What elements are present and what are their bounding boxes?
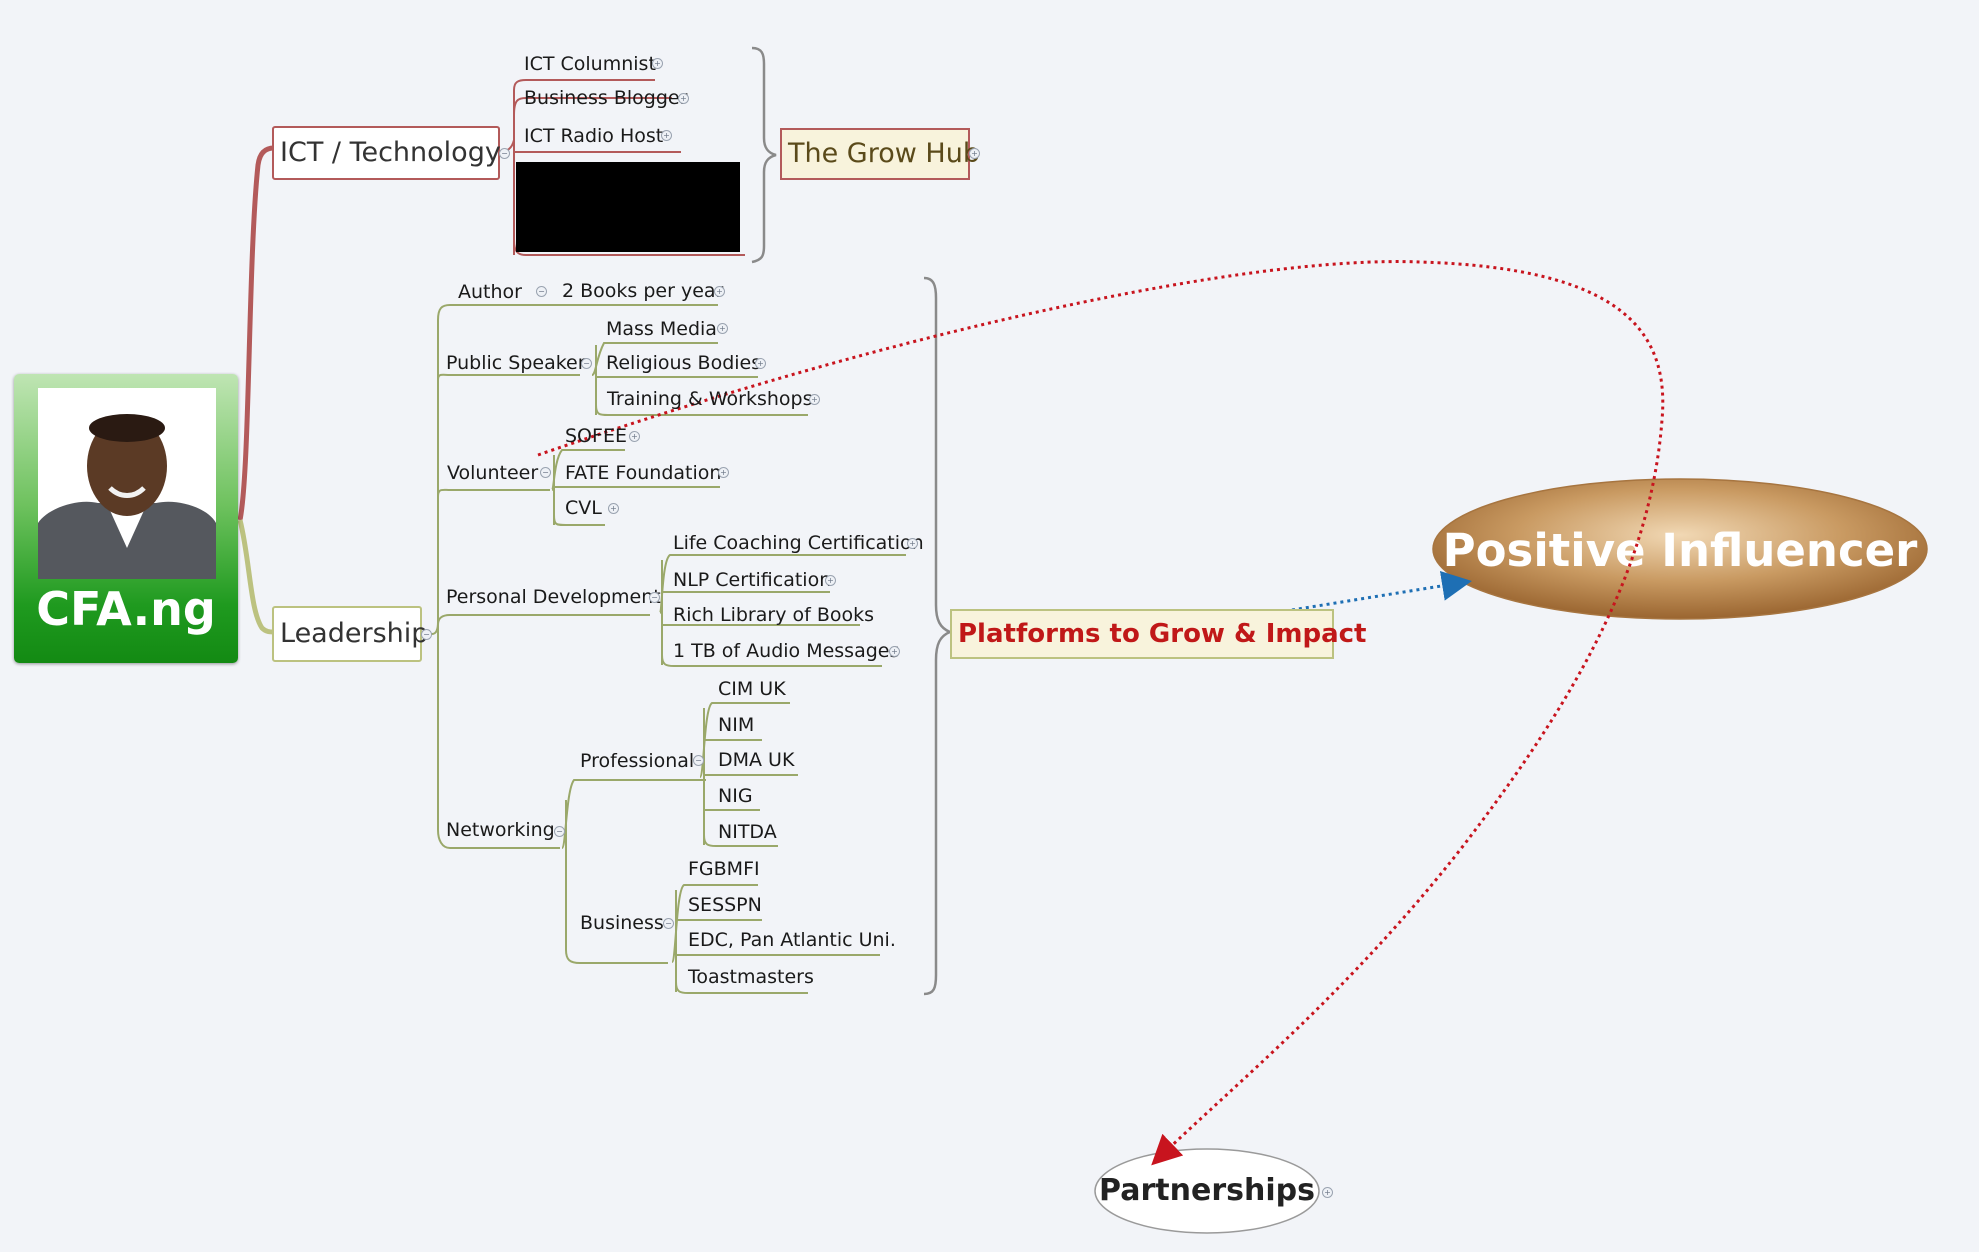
author-item-books[interactable]: 2 Books per year <box>562 280 724 302</box>
networking-collapse-icon[interactable]: − <box>554 826 565 837</box>
profile-photo <box>38 388 216 579</box>
leadership-label: Leadership <box>280 618 429 649</box>
ict-collapse-icon[interactable]: − <box>499 148 510 159</box>
cvl-expand-icon[interactable]: + <box>608 503 619 514</box>
relation-platforms-to-influencer <box>1291 571 1472 612</box>
root-node[interactable]: CFA.ng <box>14 374 238 663</box>
volunteer-item-fate[interactable]: FATE Foundation <box>565 462 722 484</box>
ict-item-radio-host[interactable]: ICT Radio Host <box>524 125 664 147</box>
redacted-block <box>516 162 740 252</box>
public-speaker-item-religious[interactable]: Religious Bodies <box>606 352 762 374</box>
leadership-sub-connectors <box>420 304 906 994</box>
grow-hub-node[interactable]: The Grow Hub <box>780 128 980 180</box>
business-label[interactable]: Business <box>580 912 664 934</box>
branch-connector-leadership <box>237 519 275 635</box>
business-collapse-icon[interactable]: − <box>663 918 674 929</box>
partnerships-label: Partnerships <box>1099 1173 1315 1208</box>
branch-connector-ict <box>237 145 275 521</box>
partnerships-node[interactable] <box>1094 1148 1320 1234</box>
leadership-collapse-icon[interactable]: − <box>421 629 432 640</box>
ict-item-radio-host-expand-icon[interactable]: + <box>661 130 672 141</box>
partnerships-expand-icon[interactable]: + <box>1322 1187 1333 1198</box>
mass-media-expand-icon[interactable]: + <box>717 323 728 334</box>
volunteer-item-sofee[interactable]: SOFEE <box>565 425 627 447</box>
pd-item-life-coaching[interactable]: Life Coaching Certification <box>673 532 924 554</box>
business-item-toastmasters[interactable]: Toastmasters <box>688 966 814 988</box>
business-item-fgbmfi[interactable]: FGBMFI <box>688 858 760 880</box>
professional-item-cim[interactable]: CIM UK <box>718 678 786 700</box>
public-speaker-item-mass-media[interactable]: Mass Media <box>606 318 717 340</box>
professional-item-nig[interactable]: NIG <box>718 785 753 807</box>
ict-item-blogger[interactable]: Business Blogger <box>524 87 688 109</box>
platforms-label: Platforms to Grow & Impact <box>958 619 1367 649</box>
grow-hub-label: The Grow Hub <box>788 138 980 169</box>
training-expand-icon[interactable]: + <box>809 394 820 405</box>
religious-bodies-expand-icon[interactable]: + <box>755 358 766 369</box>
ict-group-brace <box>751 46 777 264</box>
author-collapse-icon[interactable]: − <box>536 286 547 297</box>
business-item-edc[interactable]: EDC, Pan Atlantic Uni. <box>688 929 896 951</box>
pd-item-audio[interactable]: 1 TB of Audio Messages <box>673 640 900 662</box>
volunteer-label[interactable]: Volunteer <box>447 462 539 484</box>
nlp-expand-icon[interactable]: + <box>825 575 836 586</box>
audio-expand-icon[interactable]: + <box>889 646 900 657</box>
life-coaching-expand-icon[interactable]: + <box>907 538 918 549</box>
networking-label[interactable]: Networking <box>446 819 555 841</box>
ict-item-blogger-expand-icon[interactable]: + <box>678 93 689 104</box>
ict-technology-node[interactable]: ICT / Technology <box>272 126 501 180</box>
personal-development-collapse-icon[interactable]: − <box>649 592 660 603</box>
public-speaker-label[interactable]: Public Speaker <box>446 352 586 374</box>
public-speaker-collapse-icon[interactable]: − <box>581 358 592 369</box>
leadership-group-brace <box>923 276 954 996</box>
public-speaker-item-training[interactable]: Training & Workshops <box>607 388 813 410</box>
ict-item-columnist-expand-icon[interactable]: + <box>652 58 663 69</box>
volunteer-item-cvl[interactable]: CVL <box>565 497 602 519</box>
ict-technology-label: ICT / Technology <box>280 137 501 168</box>
professional-label[interactable]: Professional <box>580 750 695 772</box>
leadership-node[interactable]: Leadership <box>272 606 428 662</box>
positive-influencer-label: Positive Influencer <box>1443 524 1918 577</box>
professional-item-dma[interactable]: DMA UK <box>718 749 795 771</box>
positive-influencer-node[interactable] <box>1432 478 1928 620</box>
root-title: CFA.ng <box>36 582 216 636</box>
business-item-sesspn[interactable]: SESSPN <box>688 894 762 916</box>
professional-collapse-icon[interactable]: − <box>693 755 704 766</box>
author-label[interactable]: Author <box>458 281 522 303</box>
professional-item-nim[interactable]: NIM <box>718 714 755 736</box>
author-item-books-expand-icon[interactable]: + <box>714 286 725 297</box>
ict-sub-connectors <box>497 79 745 256</box>
fate-expand-icon[interactable]: + <box>718 467 729 478</box>
pd-item-library[interactable]: Rich Library of Books <box>673 604 875 626</box>
sofee-expand-icon[interactable]: + <box>629 431 640 442</box>
ict-item-columnist[interactable]: ICT Columnist <box>524 53 656 75</box>
grow-hub-expand-icon[interactable]: + <box>969 148 980 159</box>
pd-item-nlp[interactable]: NLP Certification <box>673 569 832 591</box>
professional-item-nitda[interactable]: NITDA <box>718 821 777 843</box>
platforms-node[interactable]: Platforms to Grow & Impact <box>950 609 1366 659</box>
personal-development-label[interactable]: Personal Development <box>446 586 661 608</box>
relation-volunteer-to-partnerships <box>537 260 1665 1166</box>
volunteer-collapse-icon[interactable]: − <box>540 467 551 478</box>
